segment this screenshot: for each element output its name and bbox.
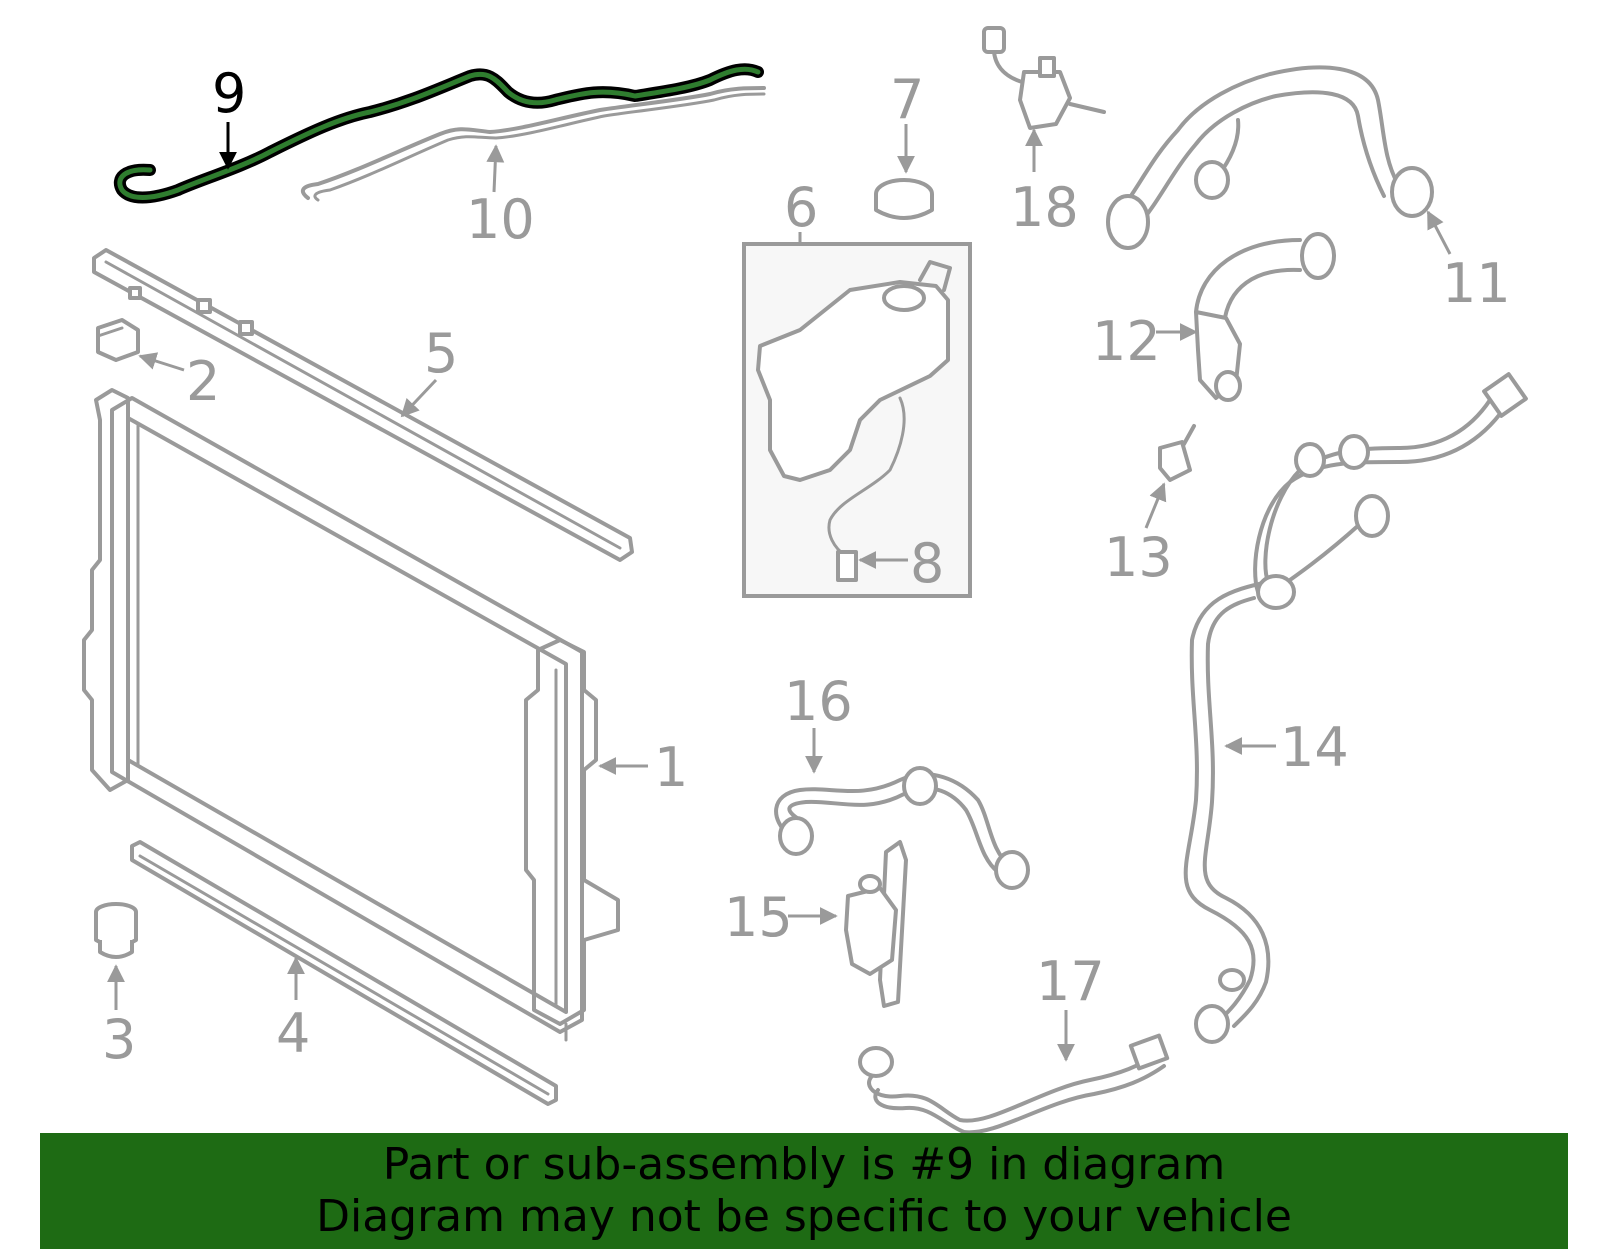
part-10-hose bbox=[300, 86, 766, 202]
arrow-10 bbox=[486, 144, 505, 193]
banner-line-1: Part or sub-assembly is #9 in diagram bbox=[382, 1139, 1226, 1190]
part-7-cap bbox=[874, 178, 934, 220]
part-5-upper-bracket bbox=[92, 248, 634, 562]
leader-arrows bbox=[107, 122, 1452, 1062]
part-11-hose bbox=[1106, 65, 1434, 250]
part-12-hose bbox=[1194, 232, 1336, 402]
callout-11: 11 bbox=[1442, 252, 1511, 315]
banner-line-2: Diagram may not be specific to your vehi… bbox=[316, 1191, 1292, 1242]
callout-13: 13 bbox=[1104, 526, 1173, 589]
part-9-hose bbox=[113, 63, 764, 204]
callout-1: 1 bbox=[654, 736, 688, 799]
part-18-valve bbox=[982, 26, 1106, 130]
callout-15: 15 bbox=[724, 886, 793, 949]
part-6-reservoir bbox=[742, 242, 972, 598]
part-2-clip bbox=[96, 318, 140, 362]
arrow-13 bbox=[1144, 482, 1167, 529]
callout-labels: 1 2 3 4 5 6 7 8 9 10 11 12 13 14 15 16 1… bbox=[102, 62, 1511, 1071]
arrow-11 bbox=[1426, 210, 1452, 255]
callout-2: 2 bbox=[186, 350, 220, 413]
arrow-5 bbox=[400, 378, 438, 418]
callout-7: 7 bbox=[890, 68, 924, 131]
callout-18: 18 bbox=[1010, 176, 1079, 239]
callout-10: 10 bbox=[466, 188, 535, 251]
part-1-radiator bbox=[82, 388, 620, 1042]
callout-16: 16 bbox=[784, 670, 853, 733]
callout-9: 9 bbox=[212, 62, 246, 125]
callout-5: 5 bbox=[424, 322, 458, 385]
callout-12: 12 bbox=[1092, 310, 1161, 373]
callout-6: 6 bbox=[784, 176, 818, 239]
part-13-sensor bbox=[1158, 424, 1196, 482]
part-4-lower-bracket bbox=[130, 840, 558, 1106]
callout-17: 17 bbox=[1036, 950, 1105, 1013]
callout-4: 4 bbox=[276, 1002, 310, 1065]
callout-14: 14 bbox=[1280, 716, 1349, 779]
part-3-mount bbox=[94, 902, 138, 959]
callout-8: 8 bbox=[910, 532, 944, 595]
part-17-hose bbox=[858, 1033, 1170, 1135]
part-16-hose bbox=[774, 766, 1030, 890]
part-14-hose bbox=[1183, 372, 1528, 1044]
callout-3: 3 bbox=[102, 1008, 136, 1071]
info-banner: Part or sub-assembly is #9 in diagram Di… bbox=[40, 1133, 1568, 1249]
part-15-pump bbox=[844, 840, 908, 1008]
arrow-2 bbox=[138, 352, 185, 372]
